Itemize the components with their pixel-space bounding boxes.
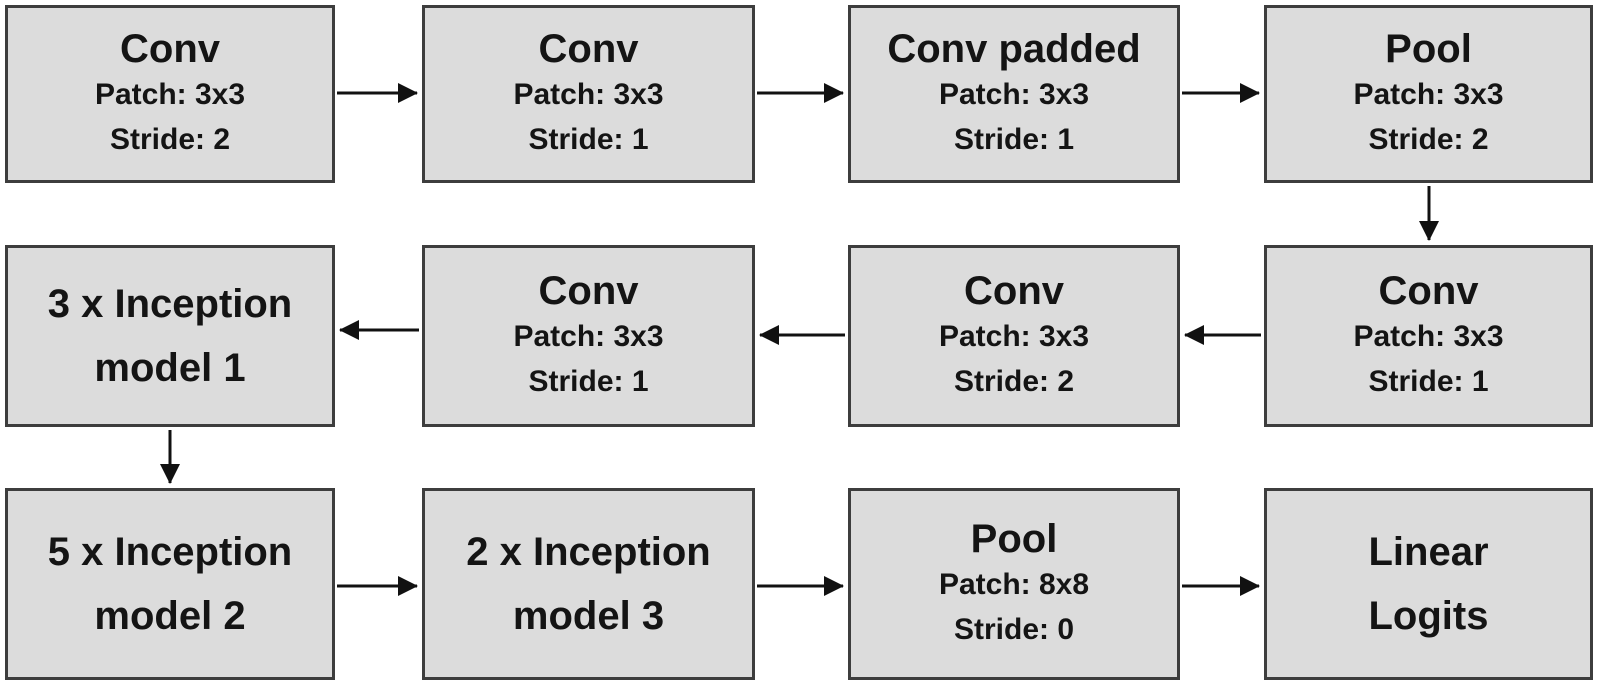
- node-title: Pool: [1385, 27, 1472, 71]
- node-patch: Patch: 3x3: [94, 78, 246, 111]
- node-stride: Stride: 0: [953, 613, 1075, 646]
- node-inception-2: 5 x Inception model 2: [5, 488, 335, 680]
- node-patch: Patch: 3x3: [938, 78, 1090, 111]
- node-title: Conv: [538, 27, 639, 71]
- node-stride: Stride: 1: [1368, 365, 1489, 398]
- node-title: Conv: [1378, 269, 1479, 313]
- node-line: model 2: [94, 594, 246, 638]
- node-stride: Stride: 2: [953, 365, 1075, 398]
- node-patch: Patch: 3x3: [938, 320, 1090, 353]
- node-linear-logits: Linear Logits: [1264, 488, 1593, 680]
- node-conv-5: Conv Patch: 3x3 Stride: 1: [422, 245, 755, 427]
- node-line: Linear: [1368, 530, 1489, 574]
- node-title: Conv: [120, 27, 220, 71]
- node-conv-padded: Conv padded Patch: 3x3 Stride: 1: [848, 5, 1180, 183]
- node-conv-4: Conv Patch: 3x3 Stride: 2: [848, 245, 1180, 427]
- node-line: model 3: [512, 594, 665, 638]
- node-line: 2 x Inception: [466, 530, 711, 574]
- node-title: Conv: [964, 269, 1064, 313]
- node-title: Conv: [538, 269, 639, 313]
- node-patch: Patch: 3x3: [513, 78, 664, 111]
- node-inception-1: 3 x Inception model 1: [5, 245, 335, 427]
- node-line: 3 x Inception: [47, 282, 293, 326]
- node-line: model 1: [94, 346, 246, 390]
- node-title: Pool: [970, 517, 1058, 561]
- node-stride: Stride: 1: [953, 123, 1075, 156]
- node-patch: Patch: 3x3: [513, 320, 664, 353]
- node-patch: Patch: 3x3: [1353, 78, 1504, 111]
- node-patch: Patch: 8x8: [938, 568, 1090, 601]
- node-pool-2: Pool Patch: 8x8 Stride: 0: [848, 488, 1180, 680]
- node-stride: Stride: 2: [1368, 123, 1489, 156]
- node-conv-3: Conv Patch: 3x3 Stride: 1: [1264, 245, 1593, 427]
- node-stride: Stride: 2: [109, 123, 231, 156]
- node-conv-1: Conv Patch: 3x3 Stride: 2: [5, 5, 335, 183]
- node-stride: Stride: 1: [528, 123, 649, 156]
- node-stride: Stride: 1: [528, 365, 649, 398]
- node-pool-1: Pool Patch: 3x3 Stride: 2: [1264, 5, 1593, 183]
- node-patch: Patch: 3x3: [1353, 320, 1504, 353]
- node-conv-2: Conv Patch: 3x3 Stride: 1: [422, 5, 755, 183]
- node-title: Conv padded: [887, 27, 1141, 71]
- node-inception-3: 2 x Inception model 3: [422, 488, 755, 680]
- node-line: 5 x Inception: [47, 530, 293, 574]
- node-line: Logits: [1368, 594, 1489, 638]
